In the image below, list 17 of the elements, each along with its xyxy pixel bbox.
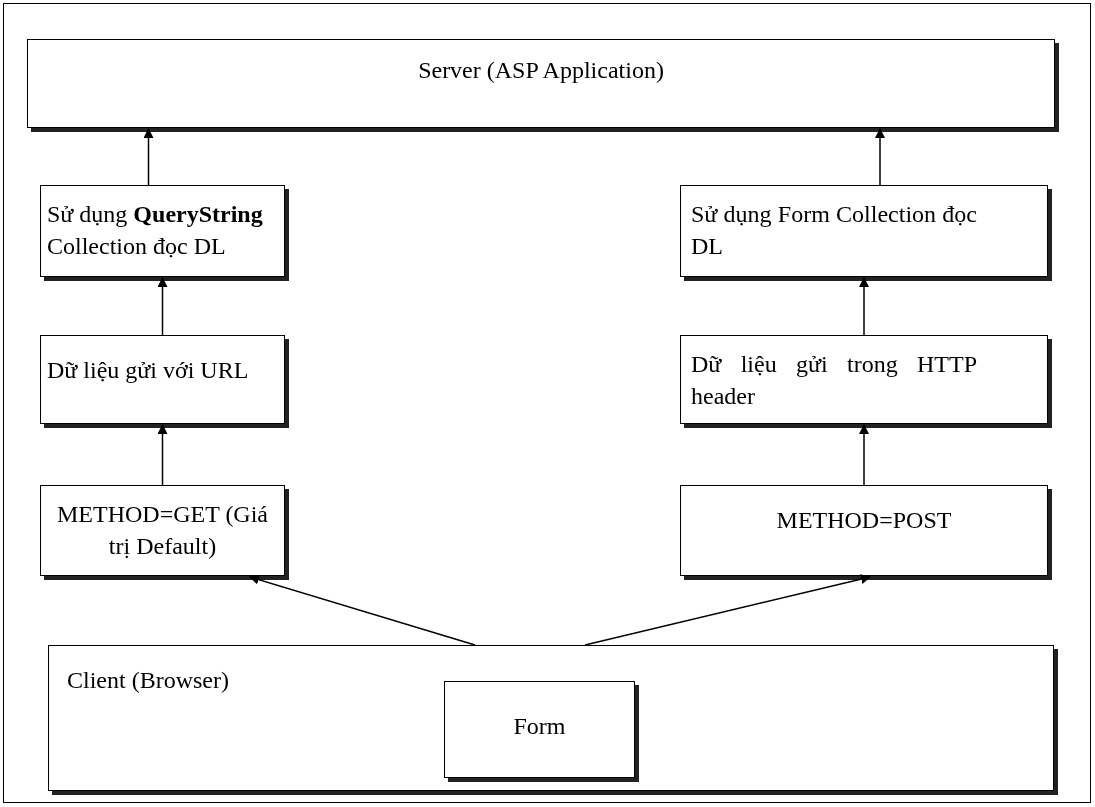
box-label: Dữ liệu gửi với URL (47, 356, 250, 385)
box-label: Sử dụng QueryString Collection đọc DL (47, 200, 264, 262)
box-label: METHOD=POST (775, 506, 953, 535)
arrow (157, 277, 168, 336)
arrow (859, 424, 869, 486)
box-label: Form (512, 712, 567, 741)
arrow (249, 574, 476, 646)
arrow (143, 128, 154, 186)
box-label: Client (Browser) (67, 666, 230, 695)
arrow (859, 277, 869, 336)
arrow (584, 574, 871, 646)
box-label: Sử dụng Form Collection đọc DL (691, 200, 977, 262)
arrow (157, 424, 168, 486)
box-label: Dữ liệu gửi trong HTTP header (691, 350, 977, 412)
arrow (875, 128, 885, 186)
box-label: Server (ASP Application) (417, 56, 665, 85)
box-label: METHOD=GET (Giá trị Default) (55, 500, 270, 562)
